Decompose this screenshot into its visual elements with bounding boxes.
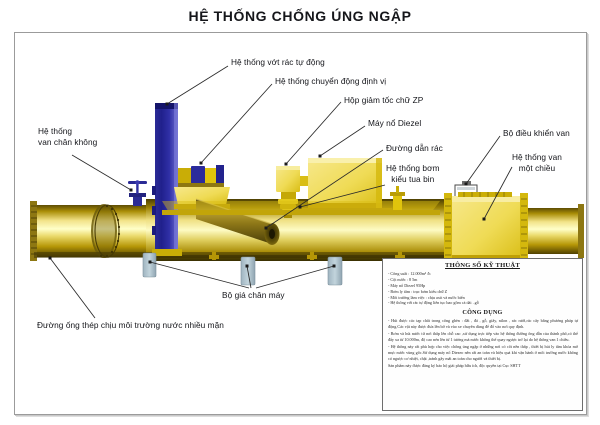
callout-trash-skimmer: Hệ thống vớt rác tự động bbox=[231, 57, 325, 67]
callout-check-valve: Hệ thống van một chiều bbox=[512, 152, 562, 173]
callout-positioning-drive: Hệ thống chuyển động định vị bbox=[275, 76, 387, 86]
callout-vacuum-valve: Hệ thống van chân không bbox=[38, 126, 98, 147]
usage-paragraph: - Hút được các tạp chất trong cống ghèn … bbox=[388, 318, 578, 330]
usage-paragraph: Sản phẩm này được đăng ký bảo hộ giải ph… bbox=[388, 362, 521, 368]
page-title: HỆ THỐNG CHỐNG ÚNG NGẬP bbox=[188, 8, 412, 24]
callout-valve-controller: Bộ điều khiển van bbox=[503, 128, 570, 138]
callout-steel-pipeline: Đường ống thép chịu môi trường nước nhiề… bbox=[37, 320, 224, 330]
callout-diesel-engine: Máy nổ Diezel bbox=[368, 118, 422, 128]
specification-panel: THÔNG SỐ KỸ THUẬT - Công suất : 12.000m³… bbox=[382, 258, 583, 411]
spec-item: - Cột nước : 8 5m bbox=[388, 276, 418, 282]
usage-text: - Hút được các tạp chất trong cống ghèn … bbox=[386, 318, 579, 368]
usage-paragraph: - Hệ thống này rất phù hợp cho việc chốn… bbox=[388, 343, 578, 361]
spec-item-list: - Công suất : 12.000m³ /h - Cột nước : 8… bbox=[386, 271, 579, 306]
callout-turbine-pump: Hệ thống bơm kiểu tua bin bbox=[386, 163, 440, 184]
usage-paragraph: - Bơm và hút nước từ nơi thấp lên chỗ ca… bbox=[388, 331, 578, 343]
callout-machine-supports: Bộ giá chân máy bbox=[222, 290, 285, 300]
spec-item: - Hệ thống vớt rác tự động liên tục bao … bbox=[388, 300, 479, 306]
spec-item: - Môi trường làm việc : chịu axit và nướ… bbox=[388, 294, 465, 300]
spec-item: - Công suất : 12.000m³ /h bbox=[388, 271, 431, 276]
spec-item: - Bơm ly tâm : trục bơm kiểu chữ Z bbox=[388, 288, 448, 294]
callout-gearbox: Hộp giảm tốc chữ ZP bbox=[344, 95, 424, 105]
spec-item: - Máy nổ Diezel 95Hp bbox=[388, 282, 426, 288]
usage-heading: CÔNG DỤNG bbox=[462, 309, 503, 317]
spec-heading: THÔNG SỐ KỸ THUẬT bbox=[445, 262, 520, 269]
callout-trash-conduit: Đường dẫn rác bbox=[386, 143, 443, 153]
